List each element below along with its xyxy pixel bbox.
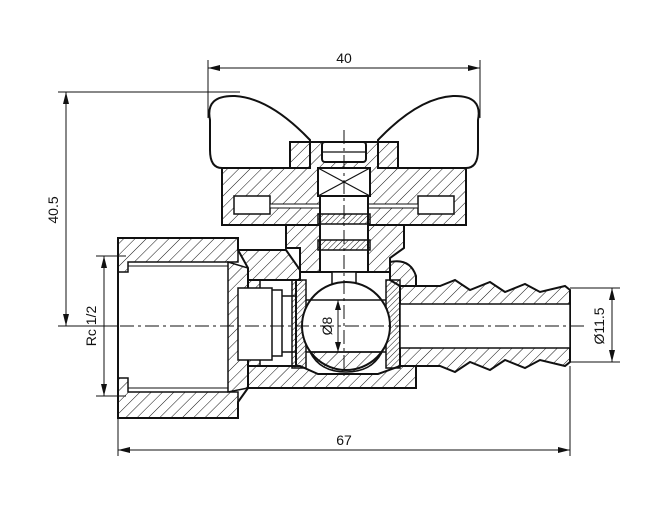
dimension-lines xyxy=(58,60,620,456)
dim-top-width: 40 xyxy=(336,50,352,66)
dim-overall-height: 40.5 xyxy=(45,196,61,223)
dimension-arrows xyxy=(63,65,615,453)
threaded-end xyxy=(117,237,273,419)
dim-hose-diameter: Ø11.5 xyxy=(591,307,607,344)
dim-overall-length: 67 xyxy=(336,432,352,448)
center-lines xyxy=(70,130,586,380)
dimension-labels: 40 40.5 Rc 1/2 Ø8 67 Ø11.5 xyxy=(45,50,607,448)
hose-barb xyxy=(399,278,571,374)
dim-thread: Rc 1/2 xyxy=(83,306,99,347)
dim-ball-bore: Ø8 xyxy=(319,316,335,335)
